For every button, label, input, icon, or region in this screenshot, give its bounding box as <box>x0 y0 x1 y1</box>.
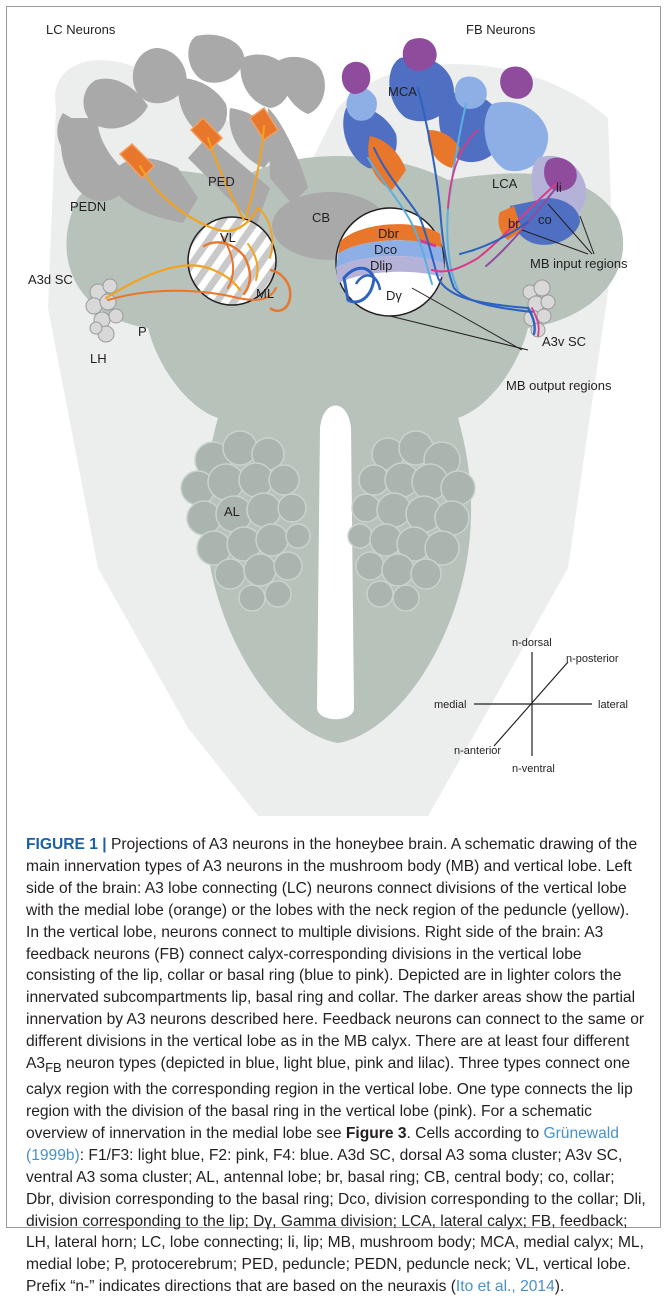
label-mca: MCA <box>388 84 417 99</box>
axis-n-dorsal: n-dorsal <box>512 637 552 649</box>
caption-sub-fb: FB <box>45 1060 62 1075</box>
label-dlip: Dlip <box>370 258 392 273</box>
label-dgamma: Dγ <box>386 288 402 303</box>
label-cb: CB <box>312 210 330 225</box>
brain-schematic: LC Neurons FB Neurons PEDN PED CB VL ML … <box>8 8 661 823</box>
label-pedn: PEDN <box>70 199 106 214</box>
label-lh: LH <box>90 351 107 366</box>
label-mb-output-regions: MB output regions <box>506 378 612 393</box>
label-li: li <box>556 180 562 195</box>
figure-3-link[interactable]: Figure 3 <box>346 1125 407 1142</box>
figure-caption: FIGURE 1 | Projections of A3 neurons in … <box>26 834 646 1298</box>
label-a3d-sc: A3d SC <box>28 272 73 287</box>
label-ml: ML <box>256 286 274 301</box>
heading-fb-neurons: FB Neurons <box>466 22 536 37</box>
axis-lateral: lateral <box>598 699 628 711</box>
label-br: br <box>508 216 520 231</box>
axis-n-posterior: n-posterior <box>566 653 619 665</box>
label-mb-input-regions: MB input regions <box>530 256 628 271</box>
caption-text-1: Projections of A3 neurons in the honeybe… <box>26 836 644 1072</box>
label-lca: LCA <box>492 176 518 191</box>
caption-text-3: . Cells according to <box>407 1125 544 1142</box>
label-ped: PED <box>208 174 235 189</box>
axis-medial: medial <box>434 699 466 711</box>
label-p: P <box>138 324 147 339</box>
axis-n-ventral: n-ventral <box>512 763 555 775</box>
figure-label: FIGURE 1 | <box>26 836 107 853</box>
label-al: AL <box>224 504 240 519</box>
label-dbr: Dbr <box>378 226 400 241</box>
label-dco: Dco <box>374 242 397 257</box>
citation-ito-link[interactable]: Ito et al., 2014 <box>456 1278 555 1295</box>
axis-n-anterior: n-anterior <box>454 745 501 757</box>
caption-text-5: ). <box>555 1278 565 1295</box>
label-vl: VL <box>220 230 236 245</box>
label-a3v-sc: A3v SC <box>542 334 586 349</box>
caption-text-4: : F1/F3: light blue, F2: pink, F4: blue.… <box>26 1147 646 1295</box>
label-co: co <box>538 212 552 227</box>
midline-cleft <box>317 406 354 720</box>
heading-lc-neurons: LC Neurons <box>46 22 116 37</box>
